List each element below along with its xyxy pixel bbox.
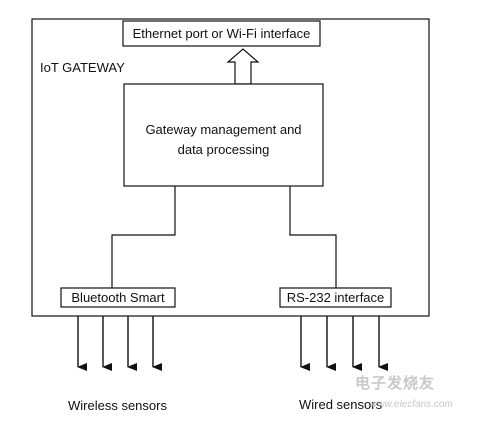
rs232-label: RS-232 interface <box>286 290 385 305</box>
gateway-outer-box <box>31 18 430 317</box>
processing-box <box>123 83 324 187</box>
upload-arrow <box>226 48 260 85</box>
processing-label-line2: data processing <box>177 142 270 157</box>
wireless-sensors-label: Wireless sensors <box>68 398 167 413</box>
network-interface-box <box>122 20 321 47</box>
rs232-box <box>279 287 392 308</box>
bluetooth-box <box>60 287 176 308</box>
watermark-logo: 电子发烧友 <box>355 375 436 392</box>
gateway-label: IoT GATEWAY <box>40 60 125 75</box>
wired-sensors-label: Wired sensors <box>299 397 383 412</box>
network-interface-label: Ethernet port or Wi-Fi interface <box>132 26 311 41</box>
watermark-url: www.elecfans.com <box>370 399 453 410</box>
connector-right <box>289 186 337 288</box>
bluetooth-label: Bluetooth Smart <box>71 290 165 305</box>
connector-left <box>111 186 176 288</box>
processing-label-line1: Gateway management and <box>145 122 302 137</box>
